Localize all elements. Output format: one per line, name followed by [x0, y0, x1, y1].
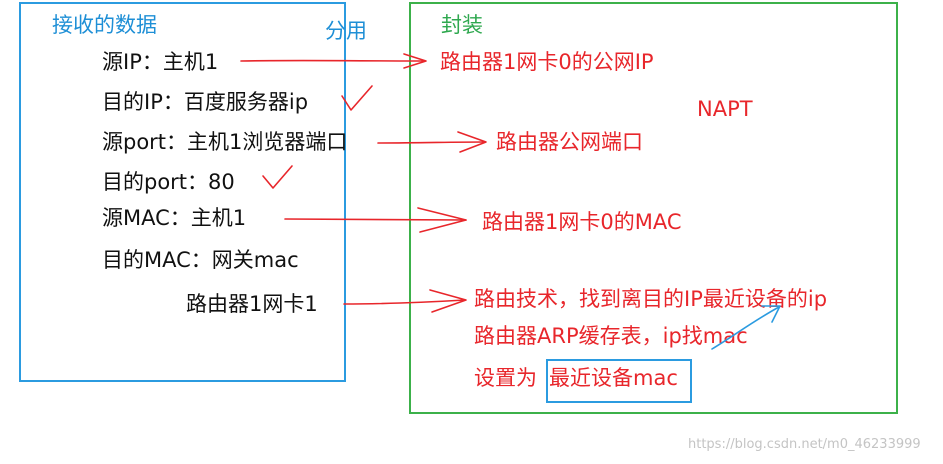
result-public-ip: 路由器1网卡0的公网IP	[440, 50, 654, 74]
encapsulation-title: 封装	[441, 13, 483, 37]
watermark: https://blog.csdn.net/m0_46233999	[688, 437, 921, 452]
field-dst-mac: 目的MAC：网关mac	[102, 248, 299, 272]
arrowhead-src-mac	[417, 207, 467, 233]
received-data-title: 接收的数据	[52, 13, 157, 37]
arrowhead-router-nic1	[429, 289, 467, 313]
field-src-ip: 源IP：主机1	[102, 50, 219, 74]
field-src-port: 源port：主机1浏览器端口	[102, 130, 348, 154]
result-set-as-label: 设置为	[474, 366, 537, 390]
result-nearest-device-mac: 最近设备mac	[549, 366, 678, 390]
nearest-device-mac-highlight	[546, 359, 692, 403]
received-data-panel	[19, 2, 346, 382]
result-nic0-mac: 路由器1网卡0的MAC	[482, 210, 682, 234]
demultiplex-label: 分用	[325, 19, 367, 43]
arrow-src-mac	[284, 218, 467, 221]
arrowhead-mac-to-ip	[761, 305, 781, 323]
arrow-mac-to-ip	[711, 306, 780, 350]
field-src-mac: 源MAC：主机1	[102, 206, 247, 230]
field-dst-ip: 目的IP：百度服务器ip	[102, 90, 309, 114]
arrow-src-port	[377, 141, 485, 144]
napt-label: NAPT	[697, 97, 753, 121]
field-dst-port: 目的port：80	[102, 170, 235, 194]
result-routing-note: 路由技术，找到离目的IP最近设备的ip	[474, 287, 828, 311]
result-arp-note: 路由器ARP缓存表，ip找mac	[474, 324, 748, 348]
result-public-port: 路由器公网端口	[496, 130, 643, 154]
check-dst-ip	[341, 85, 373, 111]
arrowhead-src-port	[457, 131, 487, 153]
check-dst-port	[262, 165, 293, 189]
arrow-router-nic1	[343, 299, 466, 305]
encapsulation-panel	[409, 2, 898, 414]
field-router-nic1: 路由器1网卡1	[186, 292, 318, 316]
arrowhead-src-ip	[403, 53, 427, 69]
